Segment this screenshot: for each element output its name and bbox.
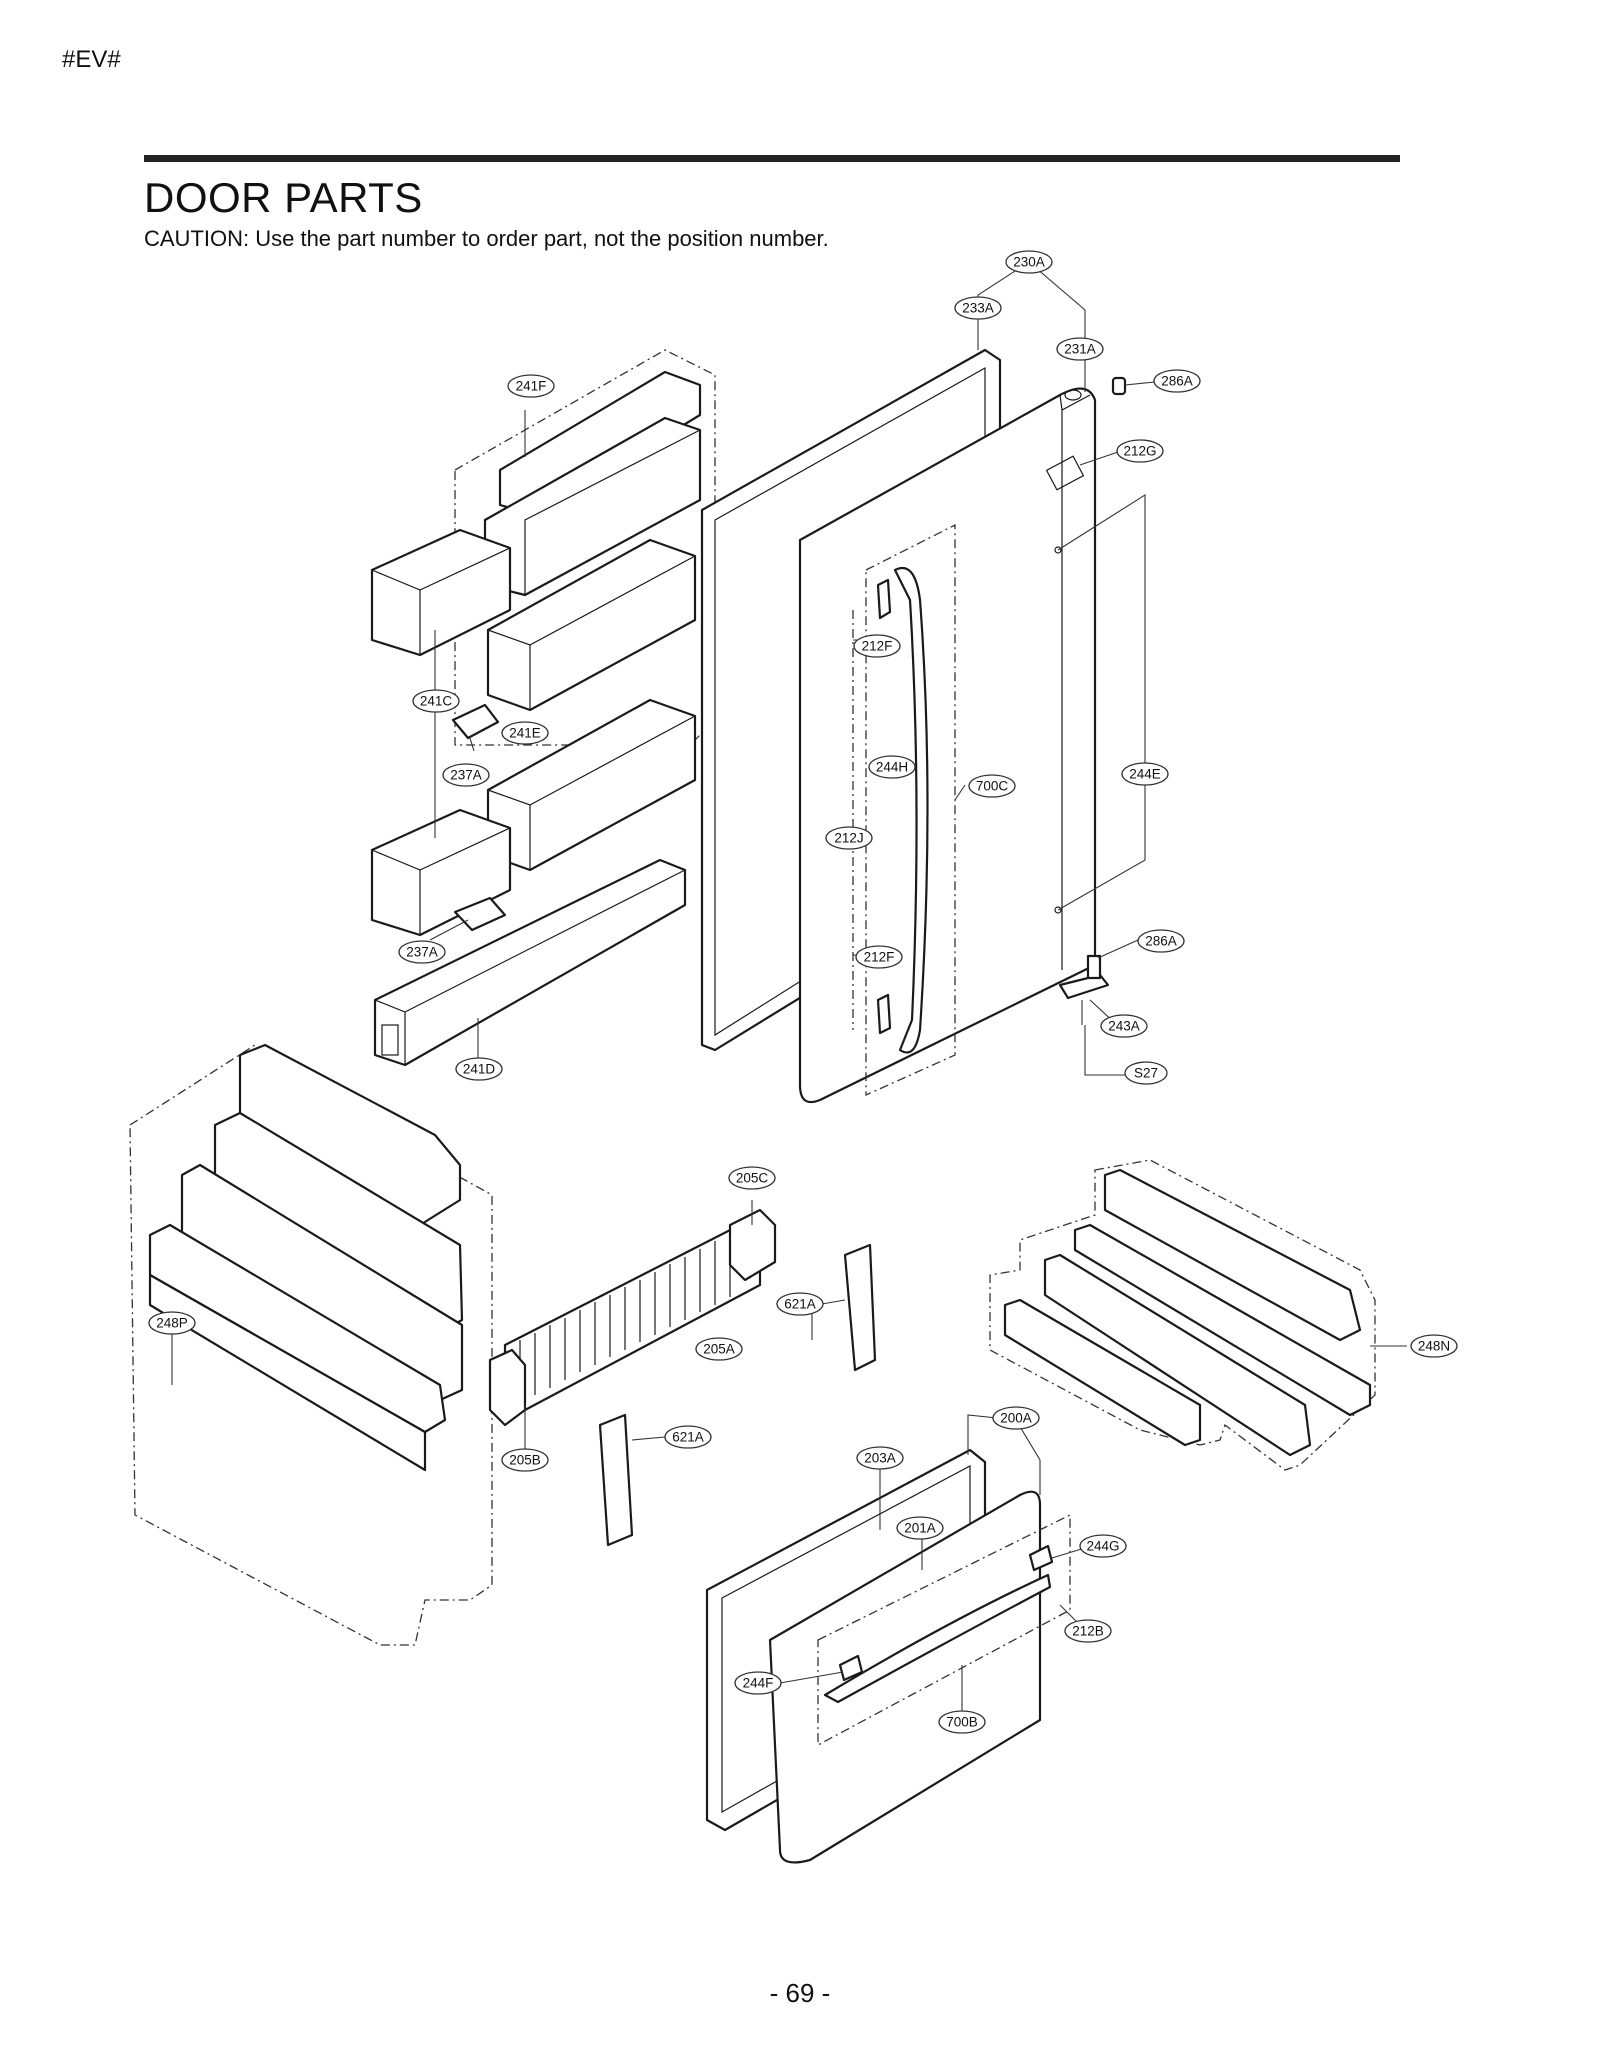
svg-text:700B: 700B xyxy=(946,1715,978,1730)
svg-text:700C: 700C xyxy=(976,779,1009,794)
callout-241E: 241E xyxy=(501,721,549,745)
svg-text:205C: 205C xyxy=(736,1171,769,1186)
callout-286A-low: 286A xyxy=(1137,929,1185,953)
svg-text:621A: 621A xyxy=(784,1297,816,1312)
bin-clip-upper xyxy=(451,703,500,740)
callout-203A: 203A xyxy=(856,1446,904,1470)
svg-text:237A: 237A xyxy=(406,945,438,960)
callout-241F: 241F xyxy=(507,374,555,398)
callout-244E: 244E xyxy=(1121,762,1169,786)
svg-text:286A: 286A xyxy=(1145,934,1177,949)
hinge-cap xyxy=(1111,376,1127,396)
callout-241D: 241D xyxy=(455,1057,503,1081)
svg-text:230A: 230A xyxy=(1013,255,1045,270)
svg-text:621A: 621A xyxy=(672,1430,704,1445)
handle-outline xyxy=(865,523,956,1097)
svg-text:243A: 243A xyxy=(1108,1019,1140,1034)
title-rule xyxy=(144,155,1400,162)
callout-621A-top: 621A xyxy=(776,1292,824,1316)
callout-700B: 700B xyxy=(938,1710,986,1734)
svg-text:205B: 205B xyxy=(509,1453,541,1468)
callout-205B: 205B xyxy=(501,1448,549,1472)
svg-text:248P: 248P xyxy=(156,1316,188,1331)
page-number: - 69 - xyxy=(769,1978,831,2008)
document-code: #EV# xyxy=(62,46,121,73)
svg-text:212B: 212B xyxy=(1072,1624,1104,1639)
callout-233A: 233A xyxy=(954,296,1002,320)
callout-S27: S27 xyxy=(1124,1061,1168,1085)
svg-text:203A: 203A xyxy=(864,1451,896,1466)
left-rail-bracket xyxy=(148,1043,464,1472)
callout-700C: 700C xyxy=(968,774,1016,798)
callout-237A-mid: 237A xyxy=(442,763,490,787)
svg-text:212J: 212J xyxy=(834,831,863,846)
freezer-handle-bracket-left xyxy=(838,1654,864,1682)
svg-text:241E: 241E xyxy=(509,726,541,741)
callout-212B: 212B xyxy=(1064,1619,1112,1643)
handle-bracket-bottom xyxy=(876,993,892,1035)
door-bin-long xyxy=(373,858,687,1067)
door-bin-large-1 xyxy=(486,538,697,712)
svg-text:S27: S27 xyxy=(1134,1066,1158,1081)
freezer-door-panel xyxy=(768,1490,1042,1864)
freezer-door-handle xyxy=(823,1573,1052,1704)
svg-text:244E: 244E xyxy=(1129,767,1161,782)
door-basket xyxy=(488,1208,777,1427)
callout-231A: 231A xyxy=(1056,337,1104,361)
callout-621A-low: 621A xyxy=(664,1425,712,1449)
callout-248N: 248N xyxy=(1410,1334,1458,1358)
mounting-bracket-upper xyxy=(843,1243,877,1372)
callout-212G: 212G xyxy=(1116,439,1164,463)
callout-230A: 230A xyxy=(1005,250,1053,274)
freezer-handle-outline xyxy=(817,1513,1071,1747)
svg-text:244F: 244F xyxy=(743,1676,774,1691)
svg-text:237A: 237A xyxy=(450,768,482,783)
right-rail-bracket xyxy=(1003,1168,1372,1457)
svg-text:231A: 231A xyxy=(1064,342,1096,357)
callout-212F-low: 212F xyxy=(855,945,903,969)
handle-bracket-top xyxy=(876,578,892,620)
svg-text:212G: 212G xyxy=(1123,444,1156,459)
callout-286A-top: 286A xyxy=(1153,369,1201,393)
svg-text:212F: 212F xyxy=(864,950,895,965)
callout-237A-low: 237A xyxy=(398,940,446,964)
callout-244F: 244F xyxy=(734,1671,782,1695)
callout-212J: 212J xyxy=(825,826,873,850)
callout-243A: 243A xyxy=(1100,1014,1148,1038)
svg-text:244H: 244H xyxy=(876,760,908,775)
svg-text:248N: 248N xyxy=(1418,1339,1450,1354)
svg-text:212F: 212F xyxy=(862,639,893,654)
freezer-handle-bracket-right xyxy=(1028,1544,1054,1572)
callout-212F-top: 212F xyxy=(853,634,901,658)
svg-text:241F: 241F xyxy=(516,379,547,394)
bin-clip-lower xyxy=(453,896,507,932)
callout-248P: 248P xyxy=(148,1311,196,1335)
callout-241C: 241C xyxy=(412,689,460,713)
door-handle xyxy=(893,567,929,1054)
callout-205C: 205C xyxy=(728,1166,776,1190)
svg-text:205A: 205A xyxy=(703,1342,735,1357)
svg-text:233A: 233A xyxy=(962,301,994,316)
svg-text:244G: 244G xyxy=(1086,1539,1119,1554)
bin-group-outline xyxy=(454,349,716,746)
svg-text:241C: 241C xyxy=(420,694,453,709)
callout-200A: 200A xyxy=(992,1406,1040,1430)
callout-205A: 205A xyxy=(695,1337,743,1361)
left-rail-assembly-outline xyxy=(129,1043,493,1646)
small-door-bin-upper xyxy=(370,528,512,657)
svg-text:241D: 241D xyxy=(463,1062,496,1077)
svg-text:201A: 201A xyxy=(904,1521,936,1536)
page-title: DOOR PARTS xyxy=(144,174,423,221)
svg-text:200A: 200A xyxy=(1000,1411,1032,1426)
callout-244H: 244H xyxy=(868,755,916,779)
mounting-bracket-lower xyxy=(598,1413,634,1547)
caution-note: CAUTION: Use the part number to order pa… xyxy=(144,226,829,251)
callout-244G: 244G xyxy=(1079,1534,1127,1558)
door-hinge xyxy=(1058,954,1110,1025)
right-rail-assembly-outline xyxy=(989,1159,1376,1471)
callout-201A: 201A xyxy=(896,1516,944,1540)
svg-text:286A: 286A xyxy=(1161,374,1193,389)
